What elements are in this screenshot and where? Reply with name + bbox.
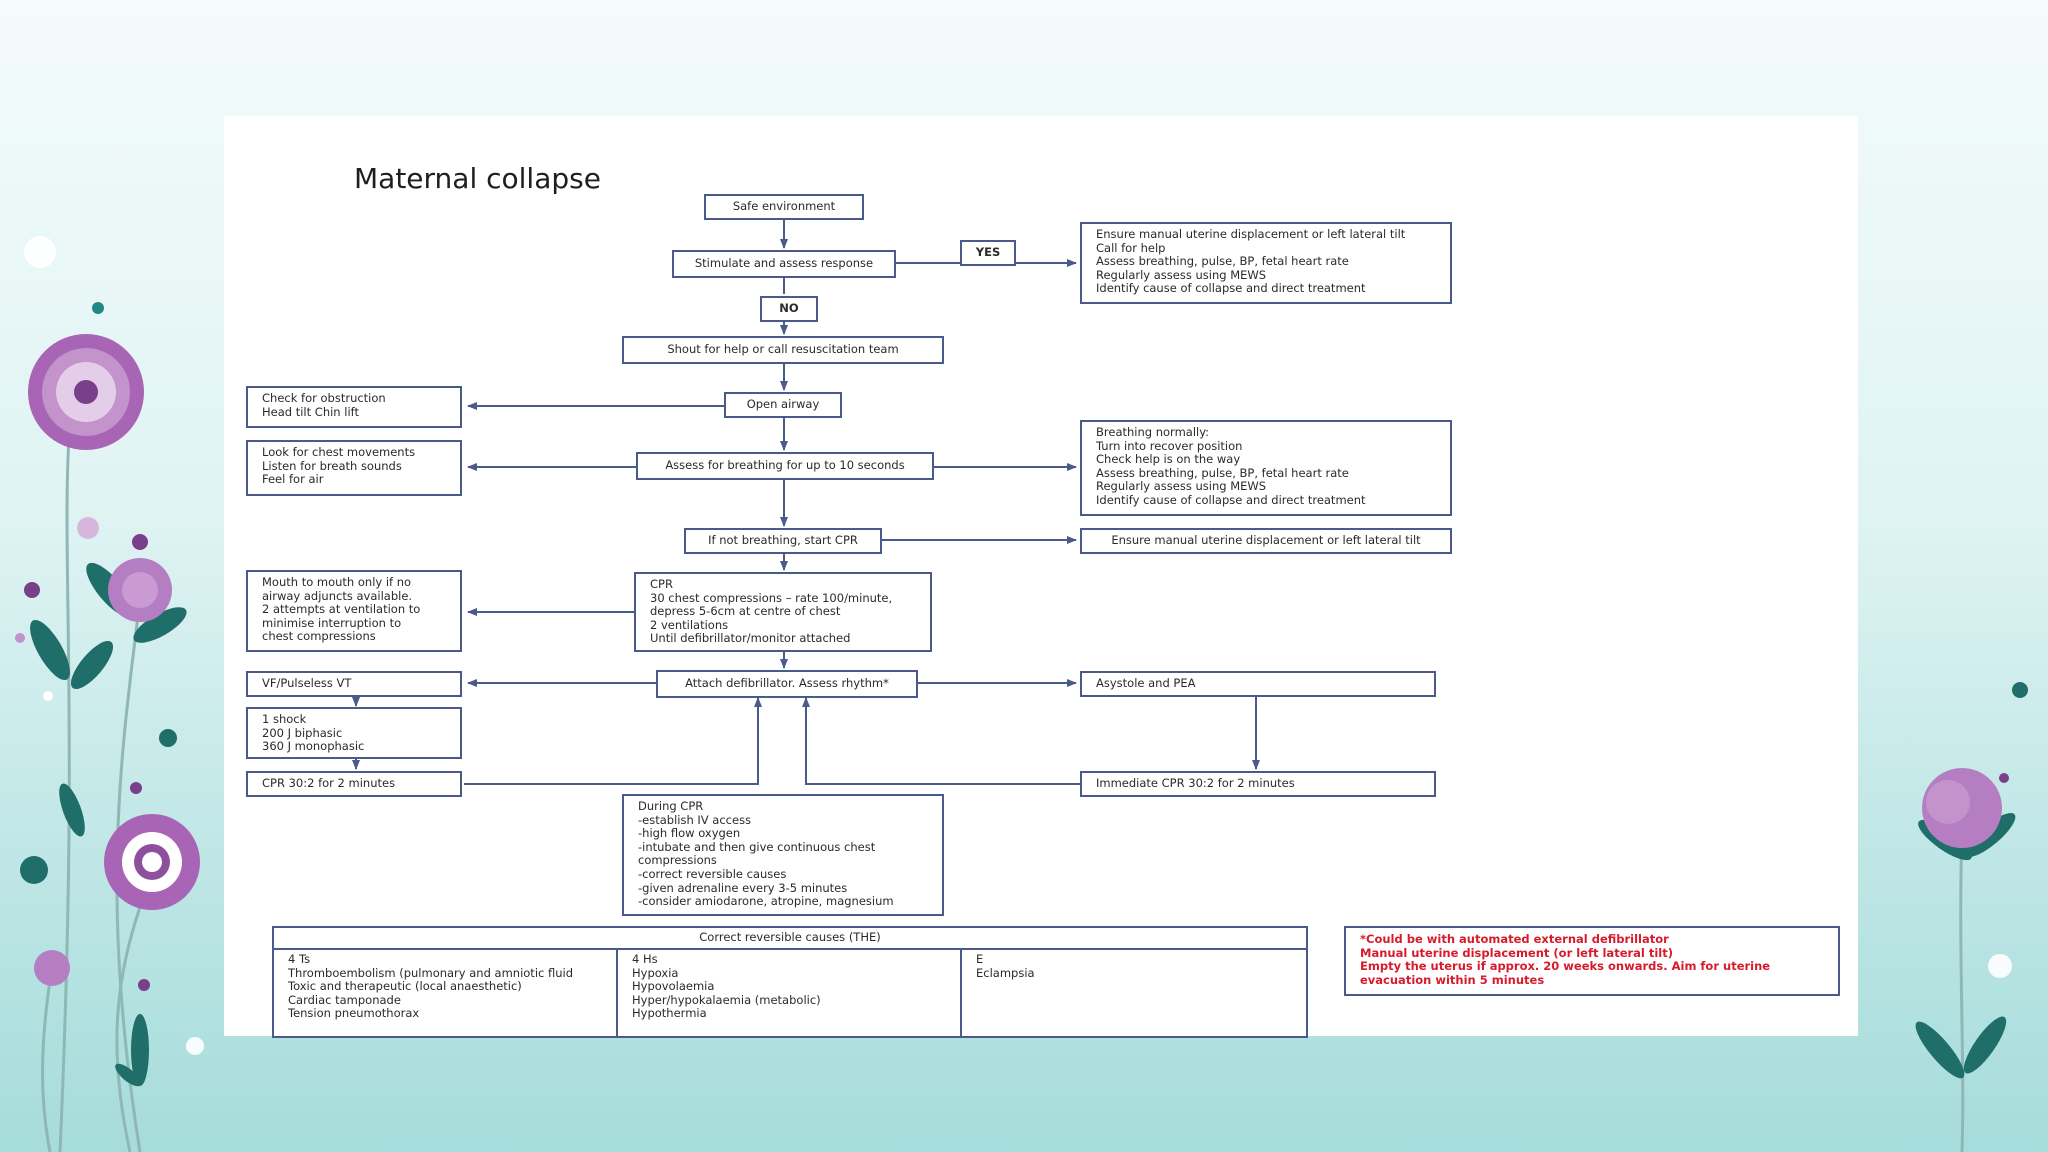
cpr-box: CPR 30 chest compressions – rate 100/min… [634, 572, 932, 652]
cause-line: 4 Ts [288, 952, 311, 966]
during-line: -establish IV access [638, 812, 752, 827]
during-line: During CPR [638, 799, 704, 813]
shock-box: 1 shock 200 J biphasic 360 J monophasic [246, 707, 462, 759]
vf-box: VF/Pulseless VT [246, 671, 462, 697]
look-listen-line: Listen for breath sounds [262, 458, 402, 473]
safe-environment-box: Safe environment [704, 194, 864, 220]
cause-line: Hyper/hypokalaemia (metabolic) [632, 992, 821, 1007]
shock-line: 1 shock [262, 712, 307, 726]
footnote-line: *Could be with automated external defibr… [1360, 932, 1669, 946]
cpr-right-box: Immediate CPR 30:2 for 2 minutes [1080, 771, 1436, 797]
yes-action-line: Identify cause of collapse and direct tr… [1096, 281, 1366, 296]
causes-t-column: 4 Ts Thromboembolism (pulmonary and amni… [274, 950, 618, 1036]
cause-line: Eclampsia [976, 965, 1035, 980]
ensure-tilt-box: Ensure manual uterine displacement or le… [1080, 528, 1452, 554]
footnote-line: Manual uterine displacement (or left lat… [1360, 945, 1673, 960]
cpr-line: CPR [650, 577, 673, 591]
stimulate-box: Stimulate and assess response [672, 250, 896, 278]
assess-breathing-box: Assess for breathing for up to 10 second… [636, 452, 934, 480]
during-line: -correct reversible causes [638, 866, 787, 881]
footnote-line: evacuation within 5 minutes [1360, 972, 1545, 987]
cpr-line: Until defibrillator/monitor attached [650, 631, 851, 646]
mouth-to-mouth-box: Mouth to mouth only if no airway adjunct… [246, 570, 462, 652]
breathing-normally-box: Breathing normally: Turn into recover po… [1080, 420, 1452, 516]
cause-line: Toxic and therapeutic (local anaesthetic… [288, 979, 522, 994]
yes-actions-box: Ensure manual uterine displacement or le… [1080, 222, 1452, 304]
cause-line: Cardiac tamponade [288, 992, 401, 1007]
shock-line: 200 J biphasic [262, 725, 343, 740]
cause-line: Hypothermia [632, 1006, 707, 1021]
look-listen-line: Look for chest movements [262, 445, 416, 459]
causes-h-column: 4 Hs Hypoxia Hypovolaemia Hyper/hypokala… [618, 950, 962, 1036]
shout-for-help-box: Shout for help or call resuscitation tea… [622, 336, 944, 364]
look-listen-box: Look for chest movements Listen for brea… [246, 440, 462, 496]
cpr-line: 30 chest compressions – rate 100/minute, [650, 590, 893, 605]
cpr-line: 2 ventilations [650, 617, 729, 632]
breathing-normally-line: Check help is on the way [1096, 452, 1241, 467]
not-breathing-box: If not breathing, start CPR [684, 528, 882, 554]
cause-line: 4 Hs [632, 952, 658, 966]
shock-line: 360 J monophasic [262, 739, 365, 754]
during-line: -given adrenaline every 3-5 minutes [638, 880, 848, 895]
cause-line: Tension pneumothorax [288, 1006, 420, 1021]
causes-header: Correct reversible causes (THE) [272, 926, 1308, 950]
during-line: -intubate and then give continuous chest [638, 839, 876, 854]
during-cpr-box: During CPR -establish IV access -high fl… [622, 794, 944, 916]
footnote-box: *Could be with automated external defibr… [1344, 926, 1840, 996]
obstruction-line: Head tilt Chin lift [262, 404, 359, 419]
causes-table: 4 Ts Thromboembolism (pulmonary and amni… [272, 950, 1308, 1038]
yes-action-line: Ensure manual uterine displacement or le… [1096, 227, 1406, 241]
look-listen-line: Feel for air [262, 472, 324, 487]
no-label: NO [760, 296, 818, 322]
yes-action-line: Regularly assess using MEWS [1096, 267, 1267, 282]
flow-connectors [352, 220, 1260, 785]
breathing-normally-line: Breathing normally: [1096, 425, 1210, 439]
breathing-normally-line: Turn into recover position [1096, 438, 1243, 453]
cpr-right-label: Immediate CPR 30:2 for 2 minutes [1096, 776, 1295, 790]
mouth-line: Mouth to mouth only if no [262, 575, 412, 589]
mouth-line: 2 attempts at ventilation to [262, 602, 421, 617]
attach-defibrillator-box: Attach defibrillator. Assess rhythm* [656, 670, 918, 698]
breathing-normally-line: Regularly assess using MEWS [1096, 479, 1267, 494]
cause-line: E [976, 952, 984, 966]
cpr-left-label: CPR 30:2 for 2 minutes [262, 776, 396, 790]
yes-action-line: Call for help [1096, 240, 1166, 255]
causes-e-column: E Eclampsia [962, 950, 1306, 1036]
open-airway-box: Open airway [724, 392, 842, 418]
asystole-label: Asystole and PEA [1096, 676, 1196, 690]
cpr-left-box: CPR 30:2 for 2 minutes [246, 771, 462, 797]
cause-line: Hypovolaemia [632, 979, 715, 994]
obstruction-box: Check for obstruction Head tilt Chin lif… [246, 386, 462, 428]
page-title: Maternal collapse [354, 162, 601, 195]
mouth-line: minimise interruption to [262, 615, 402, 630]
cause-line: Thromboembolism (pulmonary and amniotic … [288, 965, 574, 980]
mouth-line: chest compressions [262, 629, 376, 644]
during-line: -high flow oxygen [638, 826, 741, 841]
during-line: -consider amiodarone, atropine, magnesiu… [638, 894, 894, 909]
cpr-line: depress 5-6cm at centre of chest [650, 604, 841, 619]
breathing-normally-line: Assess breathing, pulse, BP, fetal heart… [1096, 465, 1349, 480]
yes-label: YES [960, 240, 1016, 266]
obstruction-line: Check for obstruction [262, 391, 386, 405]
cause-line: Hypoxia [632, 965, 679, 980]
slide: Maternal collapse [224, 116, 1858, 1038]
asystole-box: Asystole and PEA [1080, 671, 1436, 697]
mouth-line: airway adjuncts available. [262, 588, 413, 603]
vf-label: VF/Pulseless VT [262, 676, 352, 690]
during-line: compressions [638, 853, 717, 868]
breathing-normally-line: Identify cause of collapse and direct tr… [1096, 492, 1366, 507]
footnote-line: Empty the uterus if approx. 20 weeks onw… [1360, 959, 1771, 974]
yes-action-line: Assess breathing, pulse, BP, fetal heart… [1096, 254, 1349, 269]
